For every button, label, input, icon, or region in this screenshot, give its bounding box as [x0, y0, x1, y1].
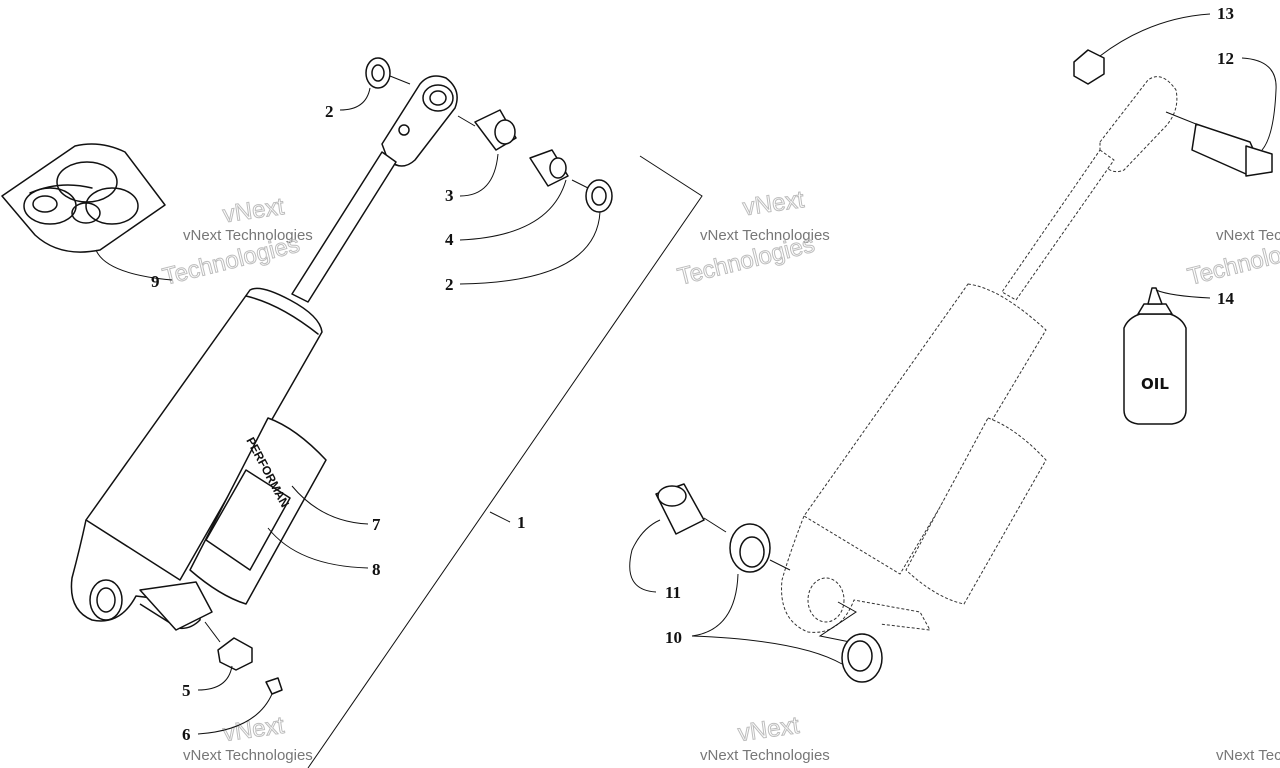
callout-8: 8 [372, 560, 381, 579]
leader-lines [95, 13, 1277, 735]
bushing-flange [729, 523, 771, 573]
callout-7: 7 [372, 515, 381, 534]
assembly-bracket-line [307, 155, 703, 768]
callout-2: 2 [325, 102, 334, 121]
callout-labels: 1 2 3 4 2 5 6 7 8 9 10 11 12 13 14 [151, 4, 1235, 744]
callout-11: 11 [665, 583, 681, 602]
adjuster-knob [217, 637, 253, 671]
oil-label: OIL [1141, 375, 1169, 393]
seal-kit-bag [1, 143, 166, 253]
shock-absorber-assembly: PERFORMAN [70, 75, 458, 631]
washer-part [585, 179, 613, 213]
washer-part [365, 57, 391, 89]
watermark-text: vNext Technologies [183, 747, 313, 764]
watermark-text: vNext Technologies [183, 227, 313, 244]
callout-9: 9 [151, 272, 160, 291]
watermark-vnext: vNext [221, 193, 286, 228]
watermark-vnext: vNext [741, 186, 806, 221]
shock-outline-view [781, 76, 1178, 633]
callout-14: 14 [1217, 289, 1235, 308]
nut-part [1073, 49, 1105, 85]
callout-5: 5 [182, 681, 191, 700]
callout-2: 2 [445, 275, 454, 294]
callout-10: 10 [665, 628, 682, 647]
callout-12: 12 [1217, 49, 1234, 68]
callout-4: 4 [445, 230, 454, 249]
bushing-flange [841, 633, 883, 683]
callout-13: 13 [1217, 4, 1234, 23]
screw-part [265, 677, 283, 695]
callout-1: 1 [517, 513, 526, 532]
watermark-vnext: vNext [736, 712, 801, 747]
watermark-text: vNext Technologies [1216, 227, 1280, 244]
watermark-text: vNext Technologies [700, 747, 830, 764]
watermark-text: vNext Technologies [1216, 747, 1280, 764]
callout-6: 6 [182, 725, 191, 744]
callout-3: 3 [445, 186, 454, 205]
watermark-text: vNext Technologies [700, 227, 830, 244]
oil-bottle: OIL [1123, 287, 1187, 425]
watermark-group: vNext vNext Technologies Technologies vN… [159, 186, 1280, 764]
